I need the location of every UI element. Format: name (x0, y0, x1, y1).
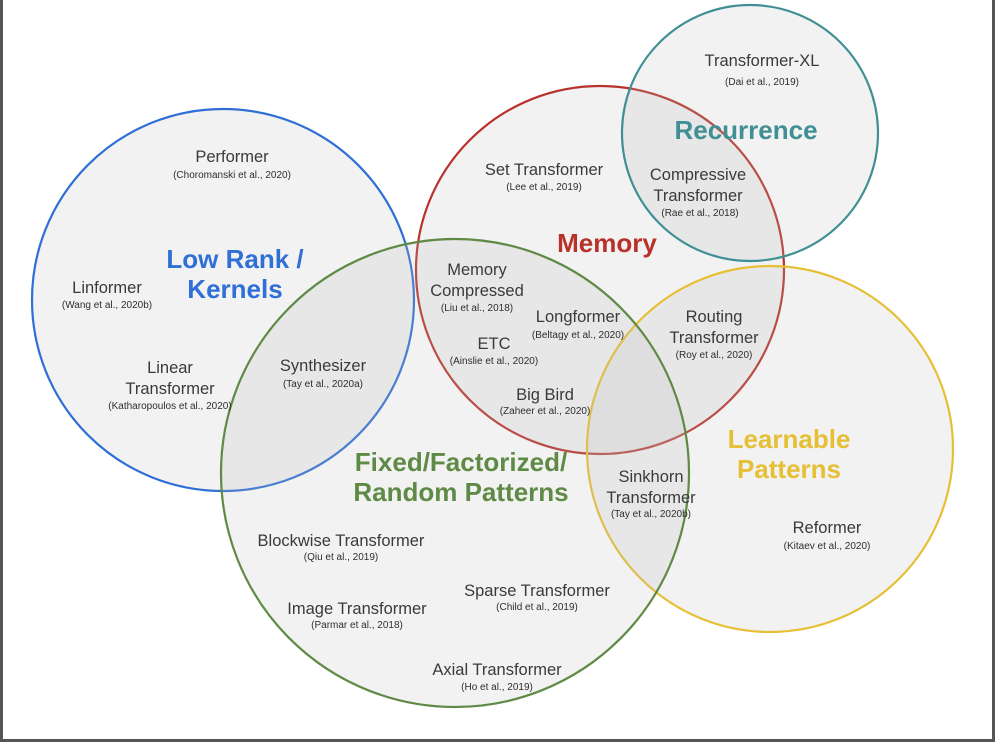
low-rank-kernels-label: Low Rank /Kernels (166, 244, 303, 304)
models.compressive_transformer.name-line-1: Compressive (650, 166, 746, 184)
sparse-transformer-model: Sparse Transformer (Child et al., 2019) (464, 582, 610, 613)
longformer-citation: (Beltagy et al., 2020) (532, 330, 624, 341)
models.linear_transformer.name-line-2: Transformer (125, 380, 215, 398)
models.linear_transformer.name-line-1: Linear (147, 359, 193, 377)
synthesizer-name: Synthesizer (280, 357, 367, 375)
performer-model: Performer (Choromanski et al., 2020) (173, 148, 291, 181)
models.set_transformer.name-line-1: Set Transformer (485, 161, 604, 179)
linformer-citation: (Wang et al., 2020b) (62, 300, 152, 311)
reformer-name: Reformer (793, 519, 862, 537)
set-transformer-model: Set Transformer (Lee et al., 2019) (485, 161, 604, 193)
groups.learnable-line-2: Patterns (737, 454, 841, 484)
big-bird-citation: (Zaheer et al., 2020) (500, 406, 591, 417)
sparse-transformer-name: Sparse Transformer (464, 582, 610, 600)
memory-compressed-citation: (Liu et al., 2018) (441, 303, 513, 314)
axial-transformer-name: Axial Transformer (432, 661, 562, 679)
circles-layer (30, 3, 955, 709)
sinkhorn-transformer-citation: (Tay et al., 2020b) (611, 509, 691, 520)
etc-citation: (Ainslie et al., 2020) (450, 356, 538, 367)
group-labels-layer: Low Rank /Kernels Memory Recurrence Lear… (166, 115, 850, 507)
models.memory_compressed.name-line-1: Memory (447, 261, 507, 279)
etc-name: ETC (478, 335, 511, 353)
fixed-factorized-random-patterns-label: Fixed/Factorized/Random Patterns (353, 447, 568, 507)
models.compressive_transformer.name-line-2: Transformer (653, 187, 743, 205)
model-labels-layer: Transformer-XL (Dai et al., 2019) Perfor… (62, 52, 870, 693)
longformer-model: Longformer (Beltagy et al., 2020) (532, 308, 624, 341)
groups.low_rank-line-1: Low Rank / (166, 244, 303, 274)
fixed-factorized-random-patterns-circle (219, 237, 691, 709)
image-transformer-name: Image Transformer (287, 600, 427, 618)
groups.memory-line-1: Memory (557, 228, 657, 258)
synthesizer-citation: (Tay et al., 2020a) (283, 379, 363, 390)
models.sinkhorn_transformer.name-line-1: Sinkhorn (618, 468, 683, 486)
transformer-xl-citation: (Dai et al., 2019) (725, 77, 799, 88)
image-transformer-citation: (Parmar et al., 2018) (311, 620, 403, 631)
reformer-model: Reformer (Kitaev et al., 2020) (784, 519, 871, 552)
big-bird-name: Big Bird (516, 386, 574, 404)
models.image_transformer.name-line-1: Image Transformer (287, 600, 427, 618)
linformer-name: Linformer (72, 279, 142, 297)
blockwise-transformer-model: Blockwise Transformer (Qiu et al., 2019) (258, 532, 425, 563)
low-rank-kernels-circle (30, 107, 416, 493)
memory-circle (414, 84, 786, 456)
models.linformer.name-line-1: Linformer (72, 279, 142, 297)
set-transformer-citation: (Lee et al., 2019) (506, 182, 582, 193)
memory-label: Memory (557, 228, 657, 258)
models.sparse_transformer.name-line-1: Sparse Transformer (464, 582, 610, 600)
recurrence-label: Recurrence (674, 115, 817, 145)
reformer-citation: (Kitaev et al., 2020) (784, 541, 871, 552)
linformer-model: Linformer (Wang et al., 2020b) (62, 279, 152, 311)
routing-transformer-citation: (Roy et al., 2020) (676, 350, 753, 361)
longformer-name: Longformer (536, 308, 621, 326)
performer-name: Performer (195, 148, 269, 166)
set-transformer-name: Set Transformer (485, 161, 604, 179)
models.axial_transformer.name-line-1: Axial Transformer (432, 661, 562, 679)
performer-citation: (Choromanski et al., 2020) (173, 170, 291, 181)
transformer-xl-model: Transformer-XL (Dai et al., 2019) (705, 52, 820, 88)
models.etc.name-line-1: ETC (478, 335, 511, 353)
models.performer.name-line-1: Performer (195, 148, 269, 166)
models.longformer.name-line-1: Longformer (536, 308, 621, 326)
groups.fixed-line-2: Random Patterns (353, 477, 568, 507)
models.reformer.name-line-1: Reformer (793, 519, 862, 537)
axial-transformer-model: Axial Transformer (Ho et al., 2019) (432, 661, 562, 693)
models.transformer_xl.name-line-1: Transformer-XL (705, 52, 820, 70)
etc-model: ETC (Ainslie et al., 2020) (450, 335, 538, 367)
groups.recurrence-line-1: Recurrence (674, 115, 817, 145)
models.synthesizer.name-line-1: Synthesizer (280, 357, 367, 375)
groups.fixed-line-1: Fixed/Factorized/ (355, 447, 567, 477)
synthesizer-model: Synthesizer (Tay et al., 2020a) (280, 357, 367, 390)
models.big_bird.name-line-1: Big Bird (516, 386, 574, 404)
compressive-transformer-citation: (Rae et al., 2018) (661, 208, 738, 219)
models.sinkhorn_transformer.name-line-2: Transformer (606, 489, 696, 507)
sparse-transformer-citation: (Child et al., 2019) (496, 602, 578, 613)
models.routing_transformer.name-line-1: Routing (686, 308, 743, 326)
models.routing_transformer.name-line-2: Transformer (669, 329, 759, 347)
axial-transformer-citation: (Ho et al., 2019) (461, 682, 533, 693)
groups.learnable-line-1: Learnable (728, 424, 851, 454)
big-bird-model: Big Bird (Zaheer et al., 2020) (500, 386, 591, 417)
linear-transformer-citation: (Katharopoulos et al., 2020) (108, 401, 231, 412)
recurrence-circle (620, 3, 880, 263)
models.memory_compressed.name-line-2: Compressed (430, 282, 524, 300)
transformer-xl-name: Transformer-XL (705, 52, 820, 70)
groups.low_rank-line-2: Kernels (187, 274, 282, 304)
blockwise-transformer-citation: (Qiu et al., 2019) (304, 552, 378, 563)
models.blockwise_transformer.name-line-1: Blockwise Transformer (258, 532, 425, 550)
image-transformer-model: Image Transformer (Parmar et al., 2018) (287, 600, 427, 631)
blockwise-transformer-name: Blockwise Transformer (258, 532, 425, 550)
